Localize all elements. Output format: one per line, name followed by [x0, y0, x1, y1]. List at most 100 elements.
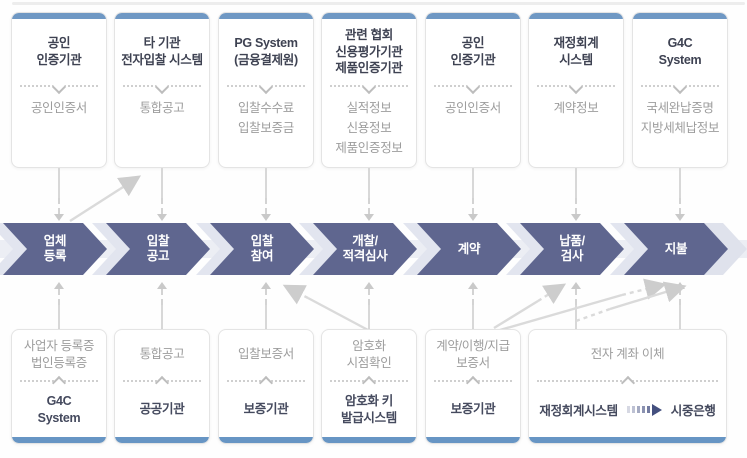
- dotted-divider: [227, 375, 305, 391]
- process-step-2-label: 입찰 공고: [146, 234, 170, 263]
- bottom-box-4-items: 암호화 시점확인: [346, 338, 392, 371]
- accent-bar: [219, 13, 313, 19]
- bottom-box-5-label: 보증기관: [450, 402, 496, 417]
- bottom-box-6-items: 전자 계좌 이체: [590, 347, 665, 362]
- top-box-2-title: 타 기관 전자입찰 시스템: [121, 36, 203, 67]
- accent-bar: [529, 13, 623, 19]
- dotted-divider: [227, 79, 305, 95]
- process-step-3: 입찰 참여: [210, 223, 314, 275]
- dotted-divider: [434, 375, 512, 391]
- process-step-3-label: 입찰 참여: [250, 234, 274, 263]
- dotted-divider: [330, 375, 408, 391]
- connector-bottom-3: [261, 282, 271, 329]
- process-band: 업체 등록 입찰 공고 입찰 참여 개찰/ 적격심사 계약 납품/ 검사 지불: [0, 223, 747, 275]
- connector-top-1: [54, 168, 64, 221]
- bottom-box-1-items: 사업자 등록증 법인등록증: [23, 338, 95, 371]
- top-box-1-items: 공인인증서: [30, 101, 87, 115]
- top-box-3: PG System (금융결제원) 입찰수수료 입찰보증금: [218, 12, 314, 168]
- accent-bar: [219, 437, 313, 443]
- arrow-down-icon: [261, 214, 271, 221]
- arrow-up-icon: [261, 282, 271, 289]
- dotted-divider: [20, 375, 98, 391]
- top-box-3-title: PG System (금융결제원): [234, 36, 298, 67]
- bottom-box-3: 입찰보증서 보증기관: [218, 329, 314, 444]
- top-box-6: 재정회계 시스템 계약정보: [528, 12, 624, 168]
- process-step-1: 업체 등록: [3, 223, 107, 275]
- top-box-5-items: 공인인증서: [444, 101, 501, 115]
- top-box-7-items: 국세완납증명 지방세체납정보: [640, 101, 720, 135]
- top-box-7: G4C System 국세완납증명 지방세체납정보: [632, 12, 728, 168]
- top-box-4: 관련 협회 신용평가기관 제품인증기관 실적정보 신용정보 제품인증정보: [321, 12, 417, 168]
- bottom-box-5: 계약/이행/지급 보증서 보증기관: [425, 329, 521, 444]
- connector-bottom-4: [364, 282, 374, 329]
- dotted-divider: [20, 79, 98, 95]
- process-step-4-label: 개찰/ 적격심사: [342, 234, 388, 263]
- process-step-7-label: 지불: [664, 241, 688, 256]
- dotted-divider: [330, 79, 408, 95]
- accent-bar: [633, 13, 727, 19]
- connector-bottom-7: [675, 282, 685, 329]
- bottom-box-3-label: 보증기관: [243, 402, 289, 417]
- connector-top-3: [261, 168, 271, 221]
- dotted-divider: [123, 375, 201, 391]
- top-box-4-items: 실적정보 신용정보 제품인증정보: [335, 101, 403, 155]
- connector-bottom-2: [157, 282, 167, 329]
- accent-bar: [426, 437, 520, 443]
- arrow-down-icon: [675, 214, 685, 221]
- bottom-box-2-items: 통합공고: [139, 347, 185, 362]
- top-box-1: 공인 인증기관 공인인증서: [11, 12, 107, 168]
- arrow-up-icon: [468, 282, 478, 289]
- dotted-divider: [434, 79, 512, 95]
- bottom-box-1-label: G4C System: [37, 393, 81, 425]
- top-box-3-items: 입찰수수료 입찰보증금: [237, 101, 294, 135]
- arrow-down-icon: [571, 214, 581, 221]
- top-box-6-items: 계약정보: [553, 101, 599, 115]
- bottom-box-2: 통합공고 공공기관: [114, 329, 210, 444]
- top-box-6-title: 재정회계 시스템: [553, 36, 599, 67]
- connector-bottom-6: [571, 282, 581, 329]
- accent-bar: [115, 13, 209, 19]
- connector-bottom-1: [54, 282, 64, 329]
- top-divider-line: [12, 2, 745, 5]
- arrow-down-icon: [54, 214, 64, 221]
- flow-source-label: 재정회계시스템: [539, 404, 618, 418]
- accent-bar: [12, 13, 106, 19]
- arrow-up-icon: [157, 282, 167, 289]
- dotted-divider: [537, 79, 615, 95]
- connector-top-4: [364, 168, 374, 221]
- top-box-1-title: 공인 인증기관: [36, 36, 82, 67]
- top-box-5-title: 공인 인증기관: [450, 36, 496, 67]
- arrow-up-icon: [571, 282, 581, 289]
- flow-target-label: 시중은행: [670, 404, 716, 418]
- arrow-down-icon: [364, 214, 374, 221]
- connector-top-6: [571, 168, 581, 221]
- process-step-6-label: 납품/ 검사: [559, 234, 585, 263]
- bottom-box-1: 사업자 등록증 법인등록증 G4C System: [11, 329, 107, 444]
- bottom-box-5-items: 계약/이행/지급 보증서: [436, 338, 510, 371]
- top-box-2: 타 기관 전자입찰 시스템 통합공고: [114, 12, 210, 168]
- accent-bar: [426, 13, 520, 19]
- transfer-arrow-icon: [626, 403, 662, 416]
- accent-bar: [529, 437, 726, 443]
- bottom-box-4: 암호화 시점확인 암호화 키 발급시스템: [321, 329, 417, 444]
- accent-bar: [115, 437, 209, 443]
- accent-bar: [322, 437, 416, 443]
- dotted-divider: [537, 375, 718, 391]
- bottom-box-3-items: 입찰보증서: [237, 347, 294, 362]
- dotted-divider: [641, 79, 719, 95]
- top-box-5: 공인 인증기관 공인인증서: [425, 12, 521, 168]
- process-step-1-label: 업체 등록: [43, 234, 67, 263]
- process-step-5-label: 계약: [457, 241, 481, 256]
- process-step-2: 입찰 공고: [106, 223, 210, 275]
- accent-bar: [322, 13, 416, 19]
- arrow-down-icon: [468, 214, 478, 221]
- process-step-4: 개찰/ 적격심사: [313, 223, 417, 275]
- connector-bottom-5: [468, 282, 478, 329]
- arrow-up-icon: [675, 282, 685, 289]
- dotted-divider: [123, 79, 201, 95]
- top-box-2-items: 통합공고: [139, 101, 185, 115]
- arrow-down-icon: [157, 214, 167, 221]
- bottom-box-6-flow: 재정회계시스템 시중은행: [529, 382, 726, 437]
- top-box-4-title: 관련 협회 신용평가기관 제품인증기관: [335, 27, 403, 76]
